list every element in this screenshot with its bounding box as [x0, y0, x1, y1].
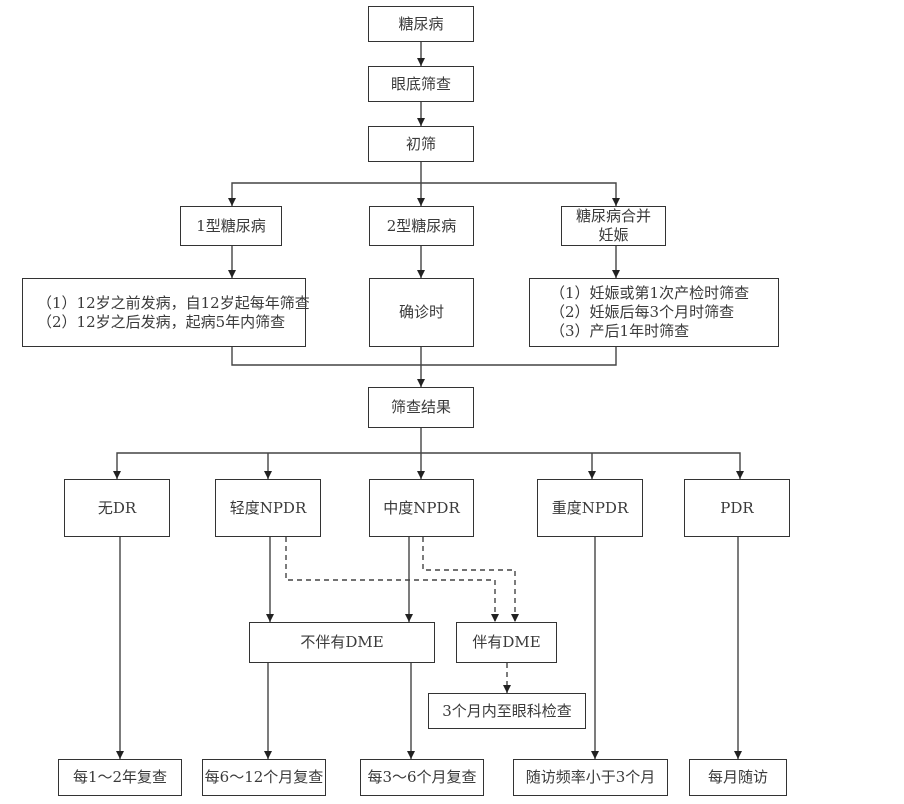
node-no-dr: 无DR	[64, 479, 170, 537]
arrowhead	[734, 751, 742, 759]
node-label: 中度NPDR	[383, 498, 460, 517]
node-label: 确诊时	[398, 303, 444, 321]
node-label: 随访频率小于3个月	[525, 768, 656, 786]
node-diabetes: 糖尿病	[368, 6, 474, 42]
node-label: 每1～2年复查	[72, 768, 168, 786]
node-label: 1型糖尿病	[196, 216, 266, 235]
arrowhead	[417, 58, 425, 66]
node-label: 眼底筛查	[390, 74, 451, 93]
node-followup-monthly: 每月随访	[689, 759, 787, 796]
arrowhead	[116, 751, 124, 759]
node-type1-diabetes: 1型糖尿病	[180, 206, 282, 246]
node-screening-result: 筛查结果	[368, 387, 474, 428]
node-label: 3个月内至眼科检查	[442, 701, 572, 720]
arrowhead	[264, 471, 272, 479]
edge-mild-with-dme	[285, 537, 496, 622]
arrowhead	[228, 270, 236, 278]
arrowhead	[417, 198, 425, 206]
edge-initial-branch	[231, 182, 617, 206]
node-label-line: （1）妊娠或第1次产检时筛查	[550, 284, 750, 302]
arrowhead	[266, 614, 274, 622]
node-label: 每3～6个月复查	[367, 768, 477, 786]
node-pregnancy-schedule: （1）妊娠或第1次产检时筛查 （2）妊娠后每3个月时筛查 （3）产后1年时筛查	[529, 278, 779, 347]
node-label-line: （2）妊娠后每3个月时筛查	[550, 303, 735, 321]
arrowhead	[491, 614, 499, 622]
arrowhead	[407, 751, 415, 759]
edge-merge	[231, 347, 617, 366]
node-label: 初筛	[405, 134, 436, 153]
arrowhead	[736, 471, 744, 479]
node-type1-schedule: （1）12岁之前发病，自12岁起每年筛查 （2）12岁之后发病，起病5年内筛查	[22, 278, 310, 347]
arrowhead	[417, 379, 425, 387]
node-label: 无DR	[97, 498, 137, 517]
node-mild-npdr: 轻度NPDR	[215, 479, 321, 537]
arrowhead	[612, 198, 620, 206]
arrowhead	[405, 614, 413, 622]
arrowhead	[511, 614, 519, 622]
node-without-dme: 不伴有DME	[249, 622, 435, 663]
node-ophthalmology-3m: 3个月内至眼科检查	[428, 693, 586, 729]
node-fundus-screening: 眼底筛查	[368, 66, 474, 102]
arrowhead	[228, 198, 236, 206]
node-label: 筛查结果	[390, 398, 451, 416]
node-followup-3-6m: 每3～6个月复查	[360, 759, 484, 796]
arrowhead	[417, 270, 425, 278]
arrowheads	[113, 58, 744, 759]
node-label-line: （1）12岁之前发病，自12岁起每年筛查	[37, 293, 310, 312]
node-type2-diabetes: 2型糖尿病	[369, 206, 474, 246]
node-label: 轻度NPDR	[229, 498, 307, 517]
node-severe-npdr: 重度NPDR	[537, 479, 643, 537]
node-diabetes-pregnancy: 糖尿病合并 妊娠	[561, 206, 666, 246]
node-label: PDR	[720, 498, 754, 517]
node-label-line: （2）12岁之后发病，起病5年内筛查	[37, 312, 286, 331]
arrowhead	[591, 751, 599, 759]
node-with-dme: 伴有DME	[456, 622, 557, 663]
arrowhead	[264, 751, 272, 759]
node-label: 重度NPDR	[551, 498, 629, 517]
node-label-line: 糖尿病合并	[575, 207, 651, 225]
node-initial-screening: 初筛	[368, 126, 474, 162]
arrowhead	[113, 471, 121, 479]
arrowhead	[417, 471, 425, 479]
node-type2-schedule: 确诊时	[369, 278, 474, 347]
node-label: 2型糖尿病	[386, 216, 457, 235]
arrowhead	[588, 471, 596, 479]
node-followup-6-12m: 每6～12个月复查	[202, 759, 326, 796]
node-pdr: PDR	[684, 479, 790, 537]
node-label: 伴有DME	[472, 633, 541, 651]
node-moderate-npdr: 中度NPDR	[369, 479, 474, 537]
edge-result-branch	[116, 452, 741, 479]
node-label-line: （3）产后1年时筛查	[550, 322, 690, 340]
node-followup-no-dr: 每1～2年复查	[58, 759, 182, 796]
arrowhead	[503, 685, 511, 693]
node-label: 不伴有DME	[300, 633, 384, 651]
node-label-line: 妊娠	[598, 226, 629, 244]
node-followup-lt3m: 随访频率小于3个月	[513, 759, 668, 796]
node-label: 每月随访	[707, 768, 768, 786]
arrowhead	[417, 118, 425, 126]
arrowhead	[612, 270, 620, 278]
node-label: 每6～12个月复查	[204, 768, 324, 786]
node-label: 糖尿病	[398, 14, 444, 33]
